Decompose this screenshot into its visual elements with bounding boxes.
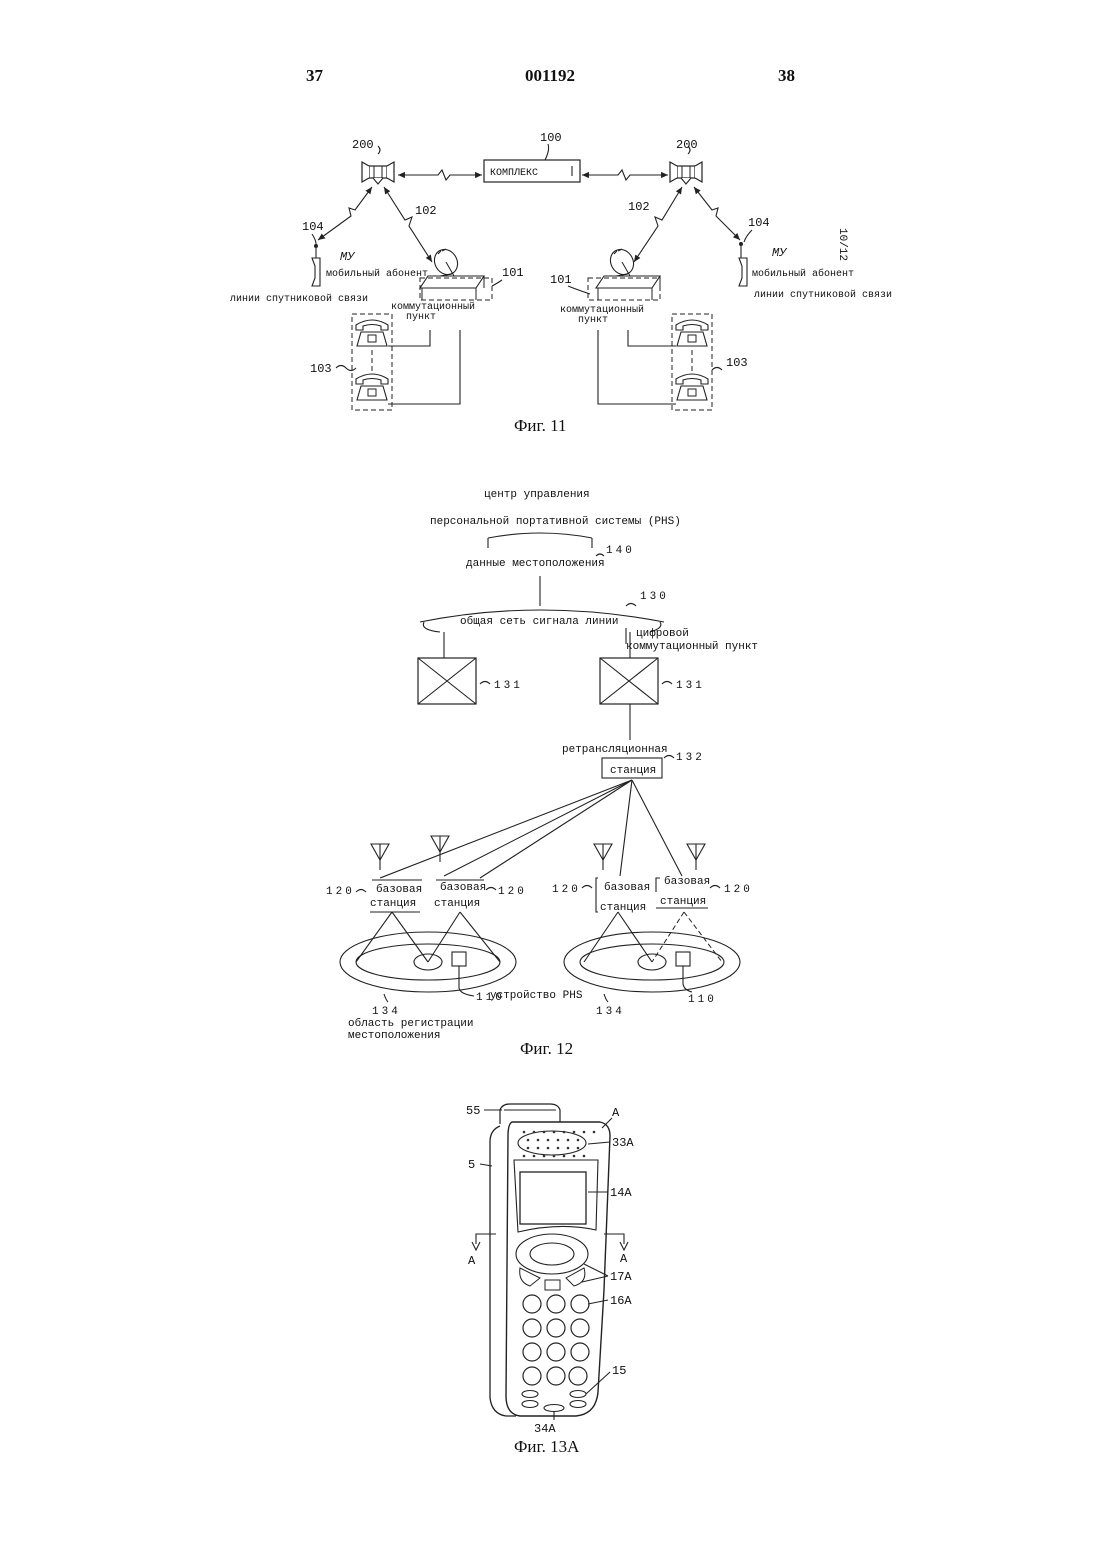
- ref-55: 55: [466, 1104, 480, 1118]
- ref-33a: 33A: [612, 1136, 634, 1150]
- ref-34a: 34A: [534, 1422, 556, 1436]
- ref-14a: 14A: [610, 1186, 632, 1200]
- ref-a-top: A: [612, 1106, 620, 1120]
- ref-a-left: A: [468, 1254, 476, 1268]
- ref-15: 15: [612, 1364, 626, 1378]
- ref-5: 5: [468, 1158, 475, 1172]
- ref-a-right: A: [620, 1252, 628, 1266]
- figure-13a-caption: Фиг. 13А: [514, 1437, 580, 1456]
- ref-16a: 16A: [610, 1294, 632, 1308]
- ref-17a: 17A: [610, 1270, 632, 1284]
- display-screen: [520, 1172, 586, 1224]
